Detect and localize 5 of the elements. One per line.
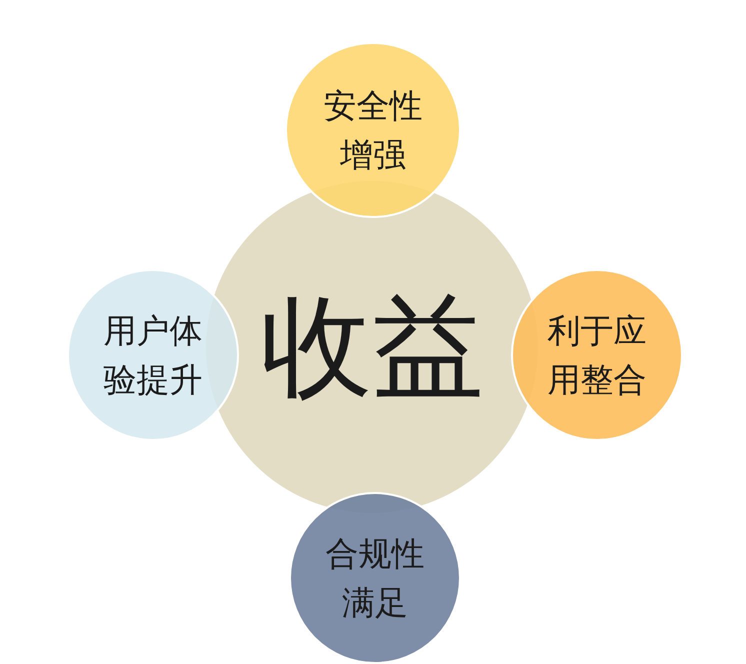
circle-label: 收益 bbox=[259, 281, 485, 414]
circle-label: 安全性增强 bbox=[322, 84, 424, 176]
circle-label: 合规性满足 bbox=[324, 532, 426, 624]
circle-label: 利于应用整合 bbox=[546, 310, 648, 401]
circle-label: 用户体验提升 bbox=[102, 310, 204, 401]
